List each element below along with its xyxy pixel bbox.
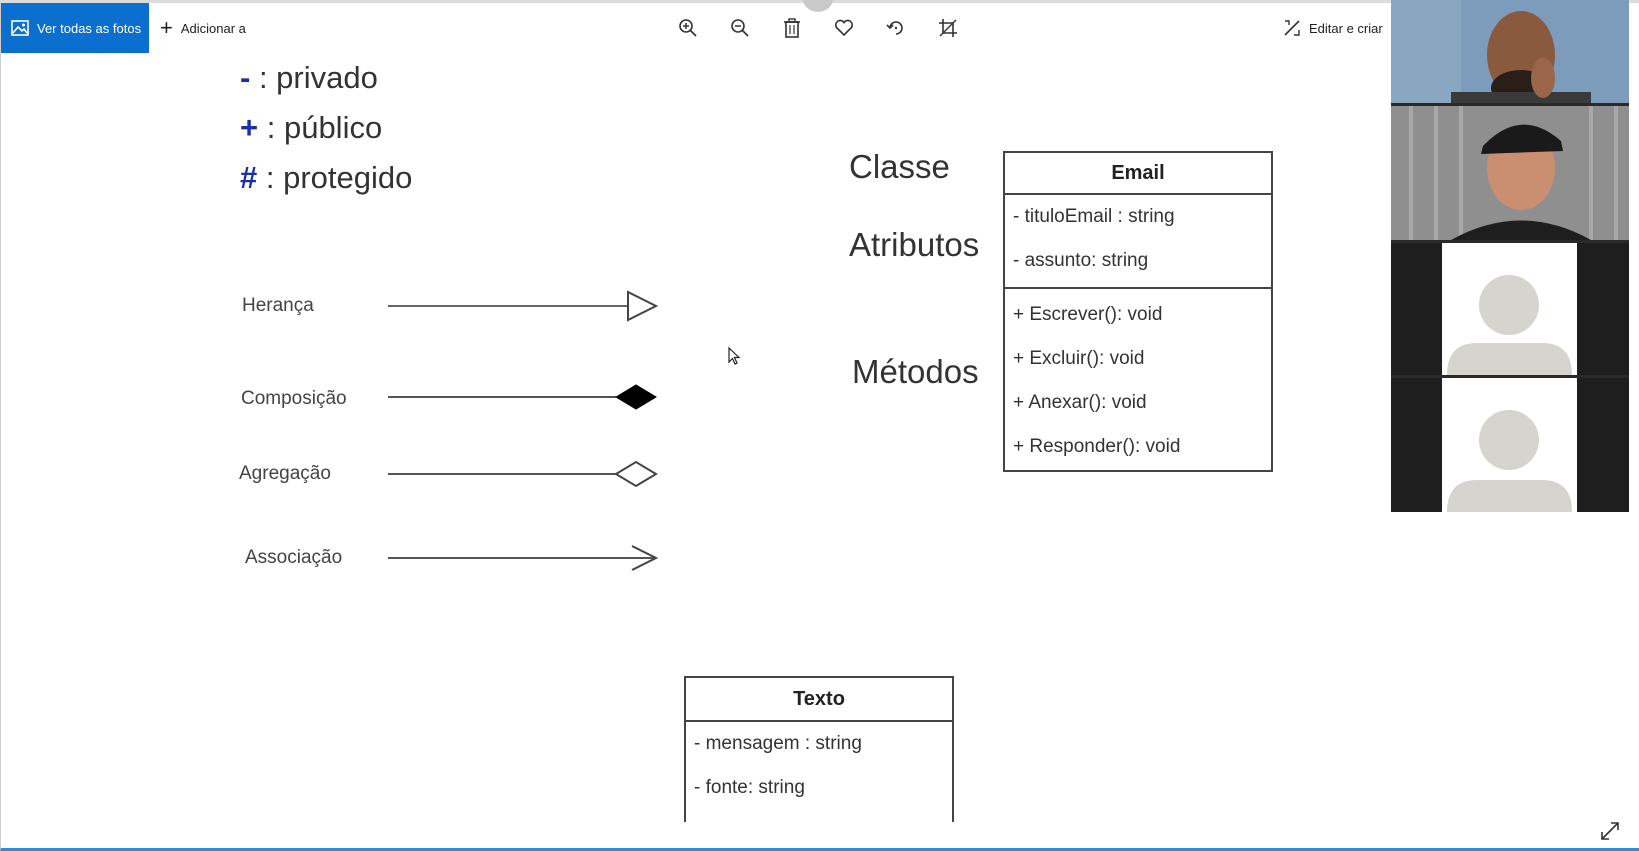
class-name: Email [1005,153,1271,195]
methods-compartment: + Escrever(): void + Excluir(): void + A… [1005,287,1271,471]
public-text: : público [266,110,383,145]
floating-handle[interactable] [802,0,834,12]
method-row: + Escrever(): void [1013,304,1163,325]
label-composition: Composição [241,388,347,409]
attributes-compartment: - tituloEmail : string - assunto: string [1005,195,1271,287]
protected-text: : protegido [265,160,413,195]
association-arrow [388,545,659,571]
protected-symbol: # [240,160,258,195]
person-video-icon [1391,106,1629,240]
add-to-label: Adicionar a [180,20,246,36]
aggregation-arrow [388,460,658,488]
crop-icon[interactable] [935,15,961,41]
add-to-button[interactable]: + Adicionar a [160,3,246,53]
participant-avatar-3[interactable] [1391,243,1629,375]
composition-arrow [388,384,657,410]
public-symbol: + [240,110,259,145]
photo-toolbar: Ver todas as fotos + Adicionar a Editar … [0,3,1392,53]
label-association: Associação [245,547,343,568]
video-call-panel [1391,0,1629,512]
participant-video-2[interactable] [1391,106,1629,240]
attributes-compartment: - mensagem : string - fonte: string [686,722,952,814]
method-row: + Excluir(): void [1013,348,1145,369]
zoom-out-icon[interactable] [727,15,753,41]
method-row: + Responder(): void [1013,436,1181,457]
uml-class-texto: Texto - mensagem : string - fonte: strin… [684,676,954,822]
private-symbol: - [240,60,251,95]
zoom-in-icon[interactable] [675,15,701,41]
person-video-icon [1391,0,1629,103]
mouse-cursor-icon [728,347,741,365]
edit-icon [1284,20,1300,36]
participant-avatar-4[interactable] [1391,378,1629,512]
edit-create-label: Editar e criar [1309,20,1383,36]
label-methods: Métodos [852,353,979,390]
rotate-icon[interactable] [883,15,909,41]
label-inheritance: Herança [242,295,314,316]
inheritance-arrow [388,290,659,322]
avatar-icon [1447,275,1572,375]
all-photos-label: Ver todas as fotos [37,20,142,36]
all-photos-button[interactable]: Ver todas as fotos [1,3,149,53]
participant-video-1[interactable] [1391,0,1629,103]
photo-icon [11,20,29,36]
attribute-row: - mensagem : string [694,733,862,754]
plus-icon: + [160,15,173,40]
avatar-icon [1447,410,1572,512]
attribute-row: - fonte: string [694,777,805,798]
fullscreen-icon[interactable] [1599,820,1621,842]
edit-create-button[interactable]: Editar e criar [1283,3,1383,53]
label-class: Classe [849,148,950,185]
legend-private: - : privado [240,60,378,96]
private-text: : privado [258,60,378,95]
label-aggregation: Agregação [239,463,331,484]
class-name: Texto [686,678,952,722]
heart-icon[interactable] [831,15,857,41]
legend-protected: # : protegido [240,160,412,196]
trash-icon[interactable] [779,15,805,41]
uml-class-email: Email - tituloEmail : string - assunto: … [1003,151,1273,472]
label-attributes: Atributos [849,226,980,263]
method-row: + Anexar(): void [1013,392,1147,413]
legend-public: + : público [240,110,382,146]
attribute-row: - tituloEmail : string [1013,206,1175,227]
relationship-lines [388,290,659,571]
attribute-row: - assunto: string [1013,250,1149,271]
